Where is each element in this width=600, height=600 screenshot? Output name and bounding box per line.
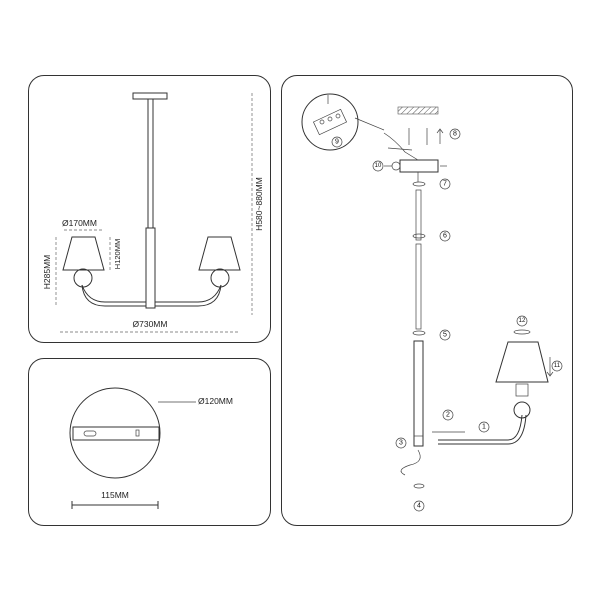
arm-height-label: H285MM	[42, 255, 52, 289]
right-arm	[155, 284, 222, 303]
right-bulb	[210, 268, 230, 288]
left-bulb	[73, 268, 93, 288]
step-6: 6	[443, 233, 447, 240]
terminal-detail-circle	[301, 93, 359, 151]
step-7: 7	[443, 181, 447, 188]
chandelier-elevation	[62, 92, 241, 309]
canopy-detail: Ø120MM 115MM	[69, 387, 233, 509]
ceiling-hatch	[397, 106, 439, 115]
dimensions-panel	[28, 75, 271, 343]
left-arm	[81, 284, 146, 303]
canopy-diameter-label: Ø120MM	[198, 396, 233, 406]
step-12: 12	[519, 318, 526, 324]
rod-section-1	[415, 189, 422, 241]
mounting-bracket	[72, 426, 160, 441]
left-shade	[62, 236, 105, 271]
bracket-length-label: 115MM	[101, 490, 129, 500]
rod-section-2	[415, 243, 422, 330]
assembly-arm	[438, 414, 523, 441]
center-stem	[145, 227, 156, 309]
step-10: 10	[375, 163, 382, 169]
span-diameter-label: Ø730MM	[133, 319, 168, 329]
step-5: 5	[443, 332, 447, 339]
shade-diameter-label: Ø170MM	[62, 218, 97, 228]
step-numbers: 1 2 3 4 5 6 7 8 9 10 11 12	[331, 128, 563, 512]
height-range-label: H580~880MM	[254, 177, 264, 231]
step-2: 2	[446, 412, 450, 419]
step-1: 1	[482, 424, 486, 431]
shade-height-label: H120MM	[113, 239, 122, 269]
step-11: 11	[554, 363, 561, 369]
assembly-stem	[413, 340, 424, 447]
step-4: 4	[417, 503, 421, 510]
canopy	[132, 92, 168, 100]
canopy-circle	[69, 387, 161, 479]
assembly-canopy	[399, 159, 439, 173]
step-3: 3	[399, 440, 403, 447]
canopy-detail-panel	[28, 358, 271, 526]
assembly-shade	[495, 341, 549, 383]
step-8: 8	[453, 131, 457, 138]
right-shade	[198, 236, 241, 271]
step-9: 9	[335, 139, 339, 146]
